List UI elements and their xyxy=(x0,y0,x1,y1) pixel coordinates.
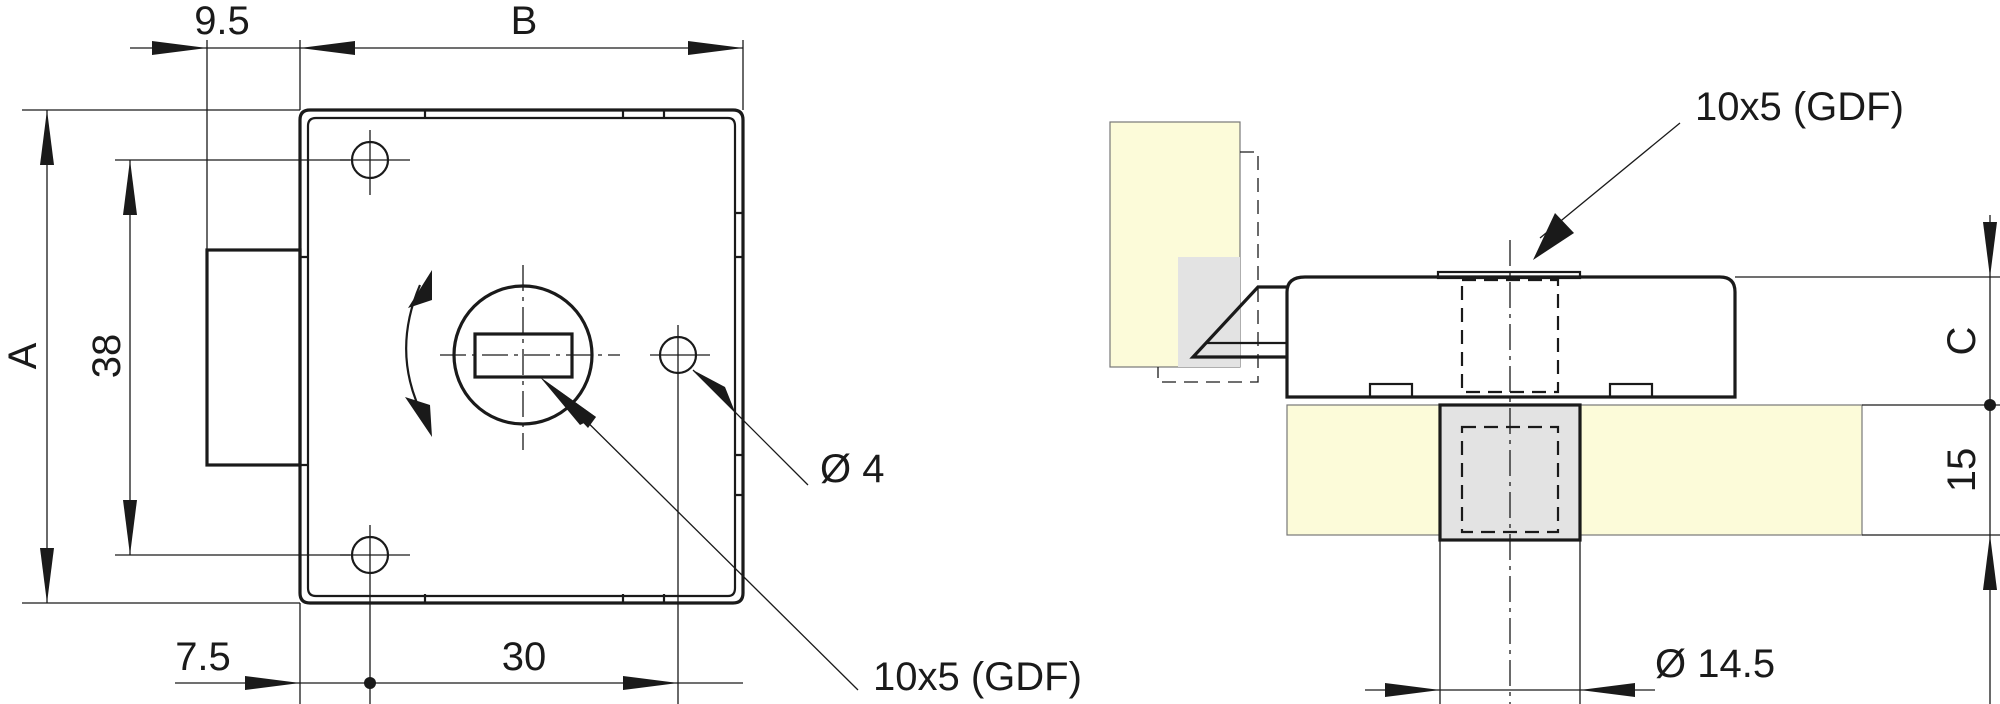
lock-bolt xyxy=(205,248,302,467)
dim-label-38: 38 xyxy=(85,334,129,379)
leader-square-drive-front: 10x5 (GDF) xyxy=(540,377,1082,699)
dim-label-square-front: 10x5 (GDF) xyxy=(873,655,1082,699)
dim-label-diameter-4: Ø 4 xyxy=(820,447,884,491)
leader-hole-diameter: Ø 4 xyxy=(692,369,884,491)
side-panel xyxy=(1109,121,1259,383)
dim-label-c: C xyxy=(1940,327,1984,356)
dim-label-diameter-14-5: Ø 14.5 xyxy=(1655,642,1775,686)
pin-hole xyxy=(650,325,710,385)
dim-label-b: B xyxy=(511,0,538,43)
dim-top: 9.5 B xyxy=(130,0,744,250)
lock-body-side xyxy=(1189,270,1737,399)
dim-label-a: A xyxy=(1,342,45,369)
cylinder xyxy=(440,265,620,450)
lock-body xyxy=(298,108,745,605)
dim-38: 38 xyxy=(85,159,350,556)
dim-label-square-side: 10x5 (GDF) xyxy=(1695,85,1904,129)
dim-boss-diameter: Ø 14.5 xyxy=(1365,540,1775,704)
dim-label-9-5: 9.5 xyxy=(194,0,250,43)
side-view: C 15 Ø 14.5 10x5 (GDF) xyxy=(1109,85,2000,704)
dim-label-7-5: 7.5 xyxy=(175,635,231,679)
dim-right: C 15 xyxy=(1735,215,2000,704)
cylinder-boss xyxy=(1438,240,1582,704)
dim-label-15: 15 xyxy=(1940,448,1984,493)
front-view: 9.5 B A 38 7.5 30 xyxy=(1,0,1082,704)
rotation-arrow-icon xyxy=(405,270,432,437)
dim-a: A xyxy=(1,109,300,604)
dim-bottom: 7.5 30 xyxy=(175,385,743,704)
screw-hole-bottom xyxy=(340,525,410,590)
dim-label-30: 30 xyxy=(502,635,547,679)
screw-hole-top xyxy=(340,130,410,195)
leader-square-drive-side: 10x5 (GDF) xyxy=(1533,85,1904,260)
